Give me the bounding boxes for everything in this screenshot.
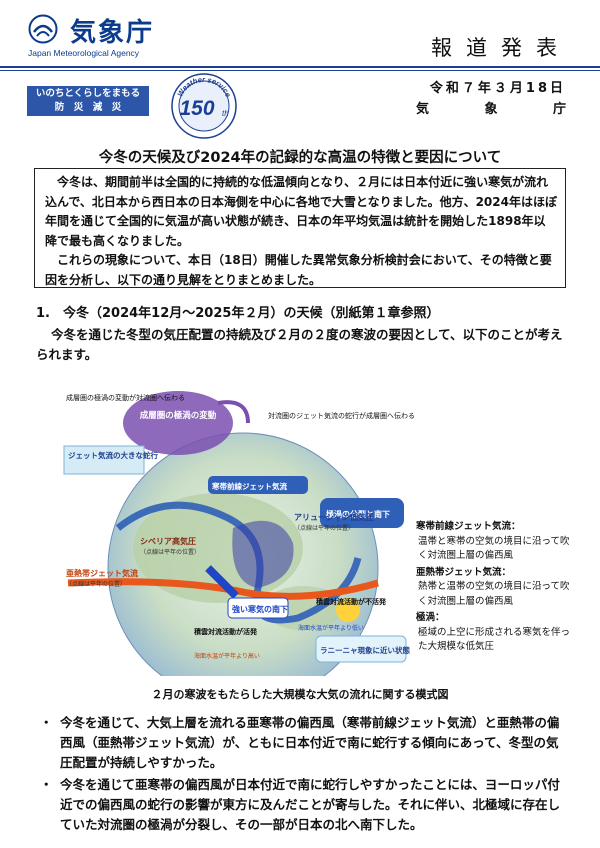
circulation-diagram: 成層圏の極渦の変動 成層圏の極渦の変動が対流圏へ伝わる 対流圏のジェット気流の蛇…: [63, 391, 415, 676]
anniversary-150-emblem: Weather service 150 th: [171, 73, 237, 139]
fig-label: 成層圏の極渦の変動: [140, 410, 217, 421]
jma-logo-icon: [28, 14, 58, 44]
polar-vortex-shape: [232, 520, 294, 588]
label-box-polar-jet: [208, 476, 308, 494]
bullet-mark: ・: [40, 777, 53, 792]
fig-label: 強い寒気の南下: [232, 604, 288, 614]
fig-label: 海面水温が平年より低い: [298, 624, 364, 632]
summary-paragraph: これらの現象について、本日（18日）開催した異常気象分析検討会において、その特徴…: [45, 253, 552, 287]
fig-label: （点線は平年の位置）: [140, 548, 200, 556]
anniversary-number: 150: [179, 97, 214, 120]
fig-label: 亜熱帯ジェット気流: [66, 568, 138, 578]
label-box-lanina: [315, 635, 407, 663]
label-box-split: [320, 498, 404, 528]
release-date: 令和７年３月18日: [429, 81, 566, 96]
bullet-item: ・ 今冬を通じて、大気上層を流れる亜寒帯の偏西風（寒帯前線ジェット気流）と亜熱帯…: [36, 713, 570, 773]
header-divider-thin: [0, 70, 600, 71]
press-release-title: 報道発表: [431, 36, 571, 60]
fig-label: ジェット気流の大きな蛇行: [68, 450, 158, 460]
disaster-prevention-badge: いのちとくらしをまもる 防 災 減 災: [27, 86, 149, 116]
figure-legend: 寒帯前線ジェット気流： 温帯と寒帯の空気の境目に沿って吹く対流圏上層の偏西風 亜…: [416, 520, 570, 657]
fig-label: 積雲対流活動が不活発: [315, 597, 387, 606]
label-box-cold: [227, 597, 289, 619]
fig-label: 極渦の分裂と南下: [325, 509, 390, 519]
legend-term: 亜熱帯ジェット気流：: [416, 566, 512, 578]
fig-label: 寒帯前線ジェット気流: [211, 481, 287, 491]
fig-label: ラニーニャ現象に近い状態: [320, 645, 410, 655]
fig-label: アリューシャン低気圧: [294, 512, 374, 522]
convection-sun: [336, 598, 360, 622]
section-heading: 1. 今冬（2024年12月～2025年２月）の天候（別紙第１章参照）: [36, 306, 440, 321]
badge-line: 防 災 減 災: [54, 102, 122, 113]
cold-wave-arrow: [205, 565, 239, 599]
bullet-mark: ・: [40, 715, 53, 730]
bullet-text: 今冬を通じて亜寒帯の偏西風が日本付近で南に蛇行しやすかったことには、ヨーロッパ付…: [60, 777, 561, 832]
agency-char: 気: [416, 102, 430, 117]
legend-desc: 極域の上空に形成される寒気を伴った大規模な低気圧: [418, 626, 571, 653]
header-divider: [0, 66, 600, 68]
fig-label: （点線は平年の位置）: [66, 580, 126, 588]
fig-label: 海面水温が平年より高い: [194, 652, 260, 660]
legend-desc: 熱帯と温帯の空気の境目に沿って吹く対流圏上層の偏西風: [418, 581, 570, 607]
summary-paragraph: 今冬は、期間前半は全国的に持続的な低温傾向となり、２月には日本付近に強い寒気が流…: [45, 175, 557, 248]
document-title: 今冬の天候及び2024年の記録的な高温の特徴と要因について: [98, 150, 502, 166]
fig-label: （点線は平年の位置）: [294, 524, 354, 532]
strat-arrow: [217, 400, 250, 424]
subtropical-jet-arrow: [67, 578, 379, 600]
fig-label: 成層圏の極渦の変動が対流圏へ伝わる: [66, 393, 185, 402]
issuing-agency: 気 象 庁: [416, 98, 566, 117]
fig-label: シベリア高気圧: [140, 536, 196, 546]
strat-vortex-shape: [123, 391, 233, 455]
badge-line: いのちとくらしをまもる: [35, 88, 141, 99]
legend-term: 極渦：: [416, 612, 445, 623]
anniversary-suffix: th: [222, 109, 229, 118]
agency-english-name: Japan Meteorological Agency: [28, 48, 140, 58]
fig-label: 対流圏のジェット気流の蛇行が成層圏へ伝わる: [268, 411, 415, 420]
legend-term: 寒帯前線ジェット気流：: [416, 521, 521, 532]
agency-char: 象: [484, 102, 498, 117]
summary-box: 今冬は、期間前半は全国的に持続的な低温傾向となり、２月には日本付近に強い寒気が流…: [34, 168, 566, 288]
bullet-item: ・ 今冬を通じて亜寒帯の偏西風が日本付近で南に蛇行しやすかったことには、ヨーロッ…: [36, 775, 570, 835]
legend-desc: 温帯と寒帯の空気の境目に沿って吹く対流圏上層の偏西風: [418, 535, 570, 562]
bullet-text: 今冬を通じて、大気上層を流れる亜寒帯の偏西風（寒帯前線ジェット気流）と亜熱帯の偏…: [60, 715, 560, 770]
label-box-jet: [63, 445, 145, 475]
section-intro: 今冬を通じた冬型の気圧配置の持続及び２月の２度の寒波の要因として、以下のことが考…: [36, 327, 563, 362]
svg-text:成層圏の極渦の変動: 成層圏の極渦の変動: [140, 410, 217, 421]
fig-label: 積雲対流活動が活発: [193, 627, 258, 636]
figure-caption: ２月の寒波をもたらした大規模な大気の流れに関する模式図: [151, 688, 449, 701]
agency-logo-text: 気象庁: [70, 18, 155, 48]
agency-char: 庁: [552, 102, 566, 117]
